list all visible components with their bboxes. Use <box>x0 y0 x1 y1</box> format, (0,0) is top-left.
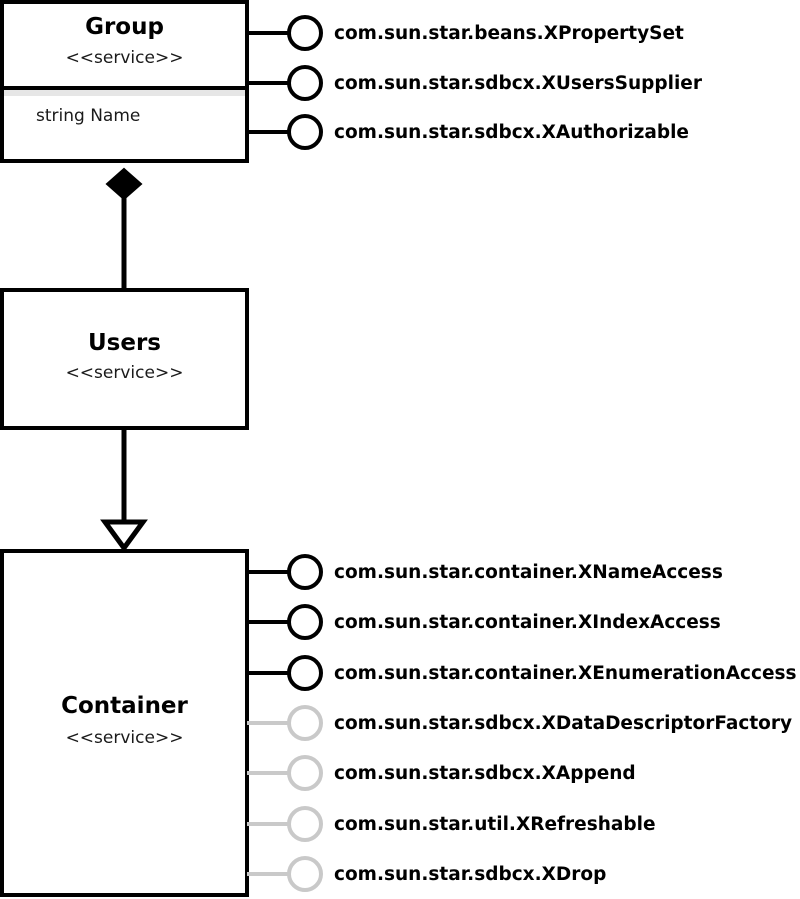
interface-lollipop-1[interactable]: com.sun.star.sdbcx.XUsersSupplier <box>247 65 703 101</box>
class-box-container[interactable]: Container <<service>> <box>0 549 249 897</box>
interface-lollipop-3[interactable]: com.sun.star.container.XNameAccess <box>247 554 723 590</box>
class-box-users[interactable]: Users <<service>> <box>0 288 249 430</box>
interface-circle-icon <box>287 604 323 640</box>
interface-lollipop-2[interactable]: com.sun.star.sdbcx.XAuthorizable <box>247 114 689 150</box>
interface-circle-icon <box>287 705 323 741</box>
composition-diamond-icon <box>105 167 143 201</box>
interface-circle-icon <box>287 806 323 842</box>
interfaces-layer: com.sun.star.beans.XPropertySet com.sun.s… <box>247 15 797 892</box>
interface-circle-icon <box>287 114 323 150</box>
relationships-layer <box>100 167 148 553</box>
class-name-users: Users <box>88 330 161 356</box>
interface-label: com.sun.star.container.XIndexAccess <box>334 612 721 633</box>
interface-circle-icon <box>287 65 323 101</box>
interface-lollipop-7[interactable]: com.sun.star.sdbcx.XAppend <box>247 755 636 791</box>
generalization-triangle-icon <box>100 519 148 553</box>
interface-circle-icon <box>287 15 323 51</box>
interface-lollipop-4[interactable]: com.sun.star.container.XIndexAccess <box>247 604 721 640</box>
interface-lollipop-0[interactable]: com.sun.star.beans.XPropertySet <box>247 15 684 51</box>
class-stereotype-users: <<service>> <box>66 363 184 383</box>
interface-label: com.sun.star.sdbcx.XAuthorizable <box>334 122 689 143</box>
interface-label: com.sun.star.beans.XPropertySet <box>334 23 684 44</box>
class-stereotype-container: <<service>> <box>66 728 184 748</box>
interface-label: com.sun.star.sdbcx.XAppend <box>334 763 636 784</box>
interface-label: com.sun.star.container.XNameAccess <box>334 562 723 583</box>
interface-circle-icon <box>287 655 323 691</box>
interface-circle-icon <box>287 856 323 892</box>
interface-lollipop-8[interactable]: com.sun.star.util.XRefreshable <box>247 806 656 842</box>
class-box-group[interactable]: Group <<service>> string Name <box>0 0 249 163</box>
interface-lollipop-6[interactable]: com.sun.star.sdbcx.XDataDescriptorFactor… <box>247 705 792 741</box>
interface-label: com.sun.star.sdbcx.XDataDescriptorFactor… <box>334 713 792 734</box>
class-name-container: Container <box>61 693 188 719</box>
attribute-compartment-band <box>4 90 245 96</box>
class-attribute: string Name <box>36 106 140 126</box>
relationship-group-users-composition <box>105 167 143 290</box>
class-box-outline <box>0 549 249 897</box>
interface-lollipop-5[interactable]: com.sun.star.container.XEnumerationAcces… <box>247 655 797 691</box>
interface-lollipop-9[interactable]: com.sun.star.sdbcx.XDrop <box>247 856 606 892</box>
interface-label: com.sun.star.container.XEnumerationAcces… <box>334 663 797 684</box>
class-stereotype-group: <<service>> <box>66 48 184 68</box>
interface-label: com.sun.star.sdbcx.XDrop <box>334 864 606 885</box>
interface-label: com.sun.star.sdbcx.XUsersSupplier <box>334 73 703 94</box>
interface-circle-icon <box>287 554 323 590</box>
relationship-users-container-generalization <box>100 428 148 553</box>
interface-circle-icon <box>287 755 323 791</box>
class-box-outline <box>0 288 249 430</box>
interface-label: com.sun.star.util.XRefreshable <box>334 814 656 835</box>
class-name-group: Group <box>85 14 164 40</box>
